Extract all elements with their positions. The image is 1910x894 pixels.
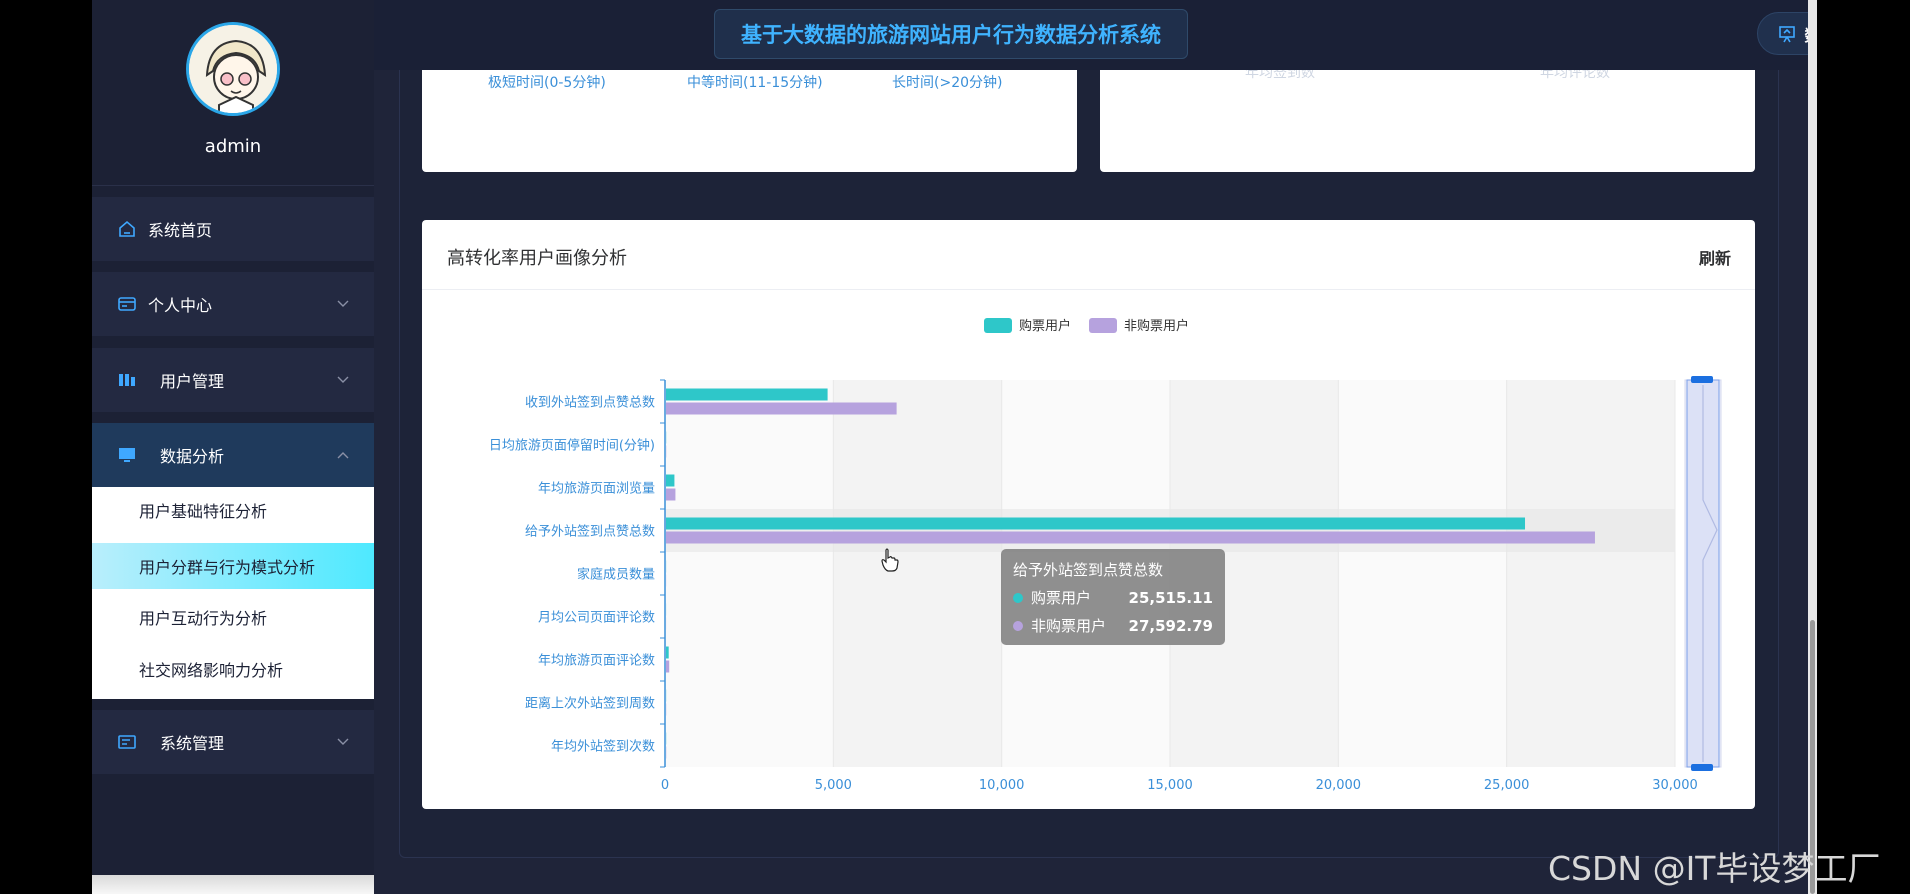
tooltip-series-value: 27,592.79 [1128,616,1213,635]
avatar[interactable] [186,22,280,116]
sidebar-item-label: 系统管理 [160,734,225,753]
sidebar-item-label: 用户管理 [160,372,225,391]
y-tick-label: 日均旅游页面停留时间(分钟) [489,438,655,454]
monitor-icon [116,444,138,466]
chevron-up-icon [336,448,350,462]
y-tick-label: 月均公司页面评论数 [538,611,655,626]
bar-non-buyers [666,531,1595,544]
submenu-item-label: 用户基础特征分析 [139,502,268,521]
hand-cursor-icon [881,548,899,572]
top-bar: 基于大数据的旅游网站用户行为数据分析系统 数据看板 admin ▼ [374,0,1817,70]
chevron-down-icon [336,373,350,387]
settings-icon [116,731,138,753]
chart-card-title: 高转化率用户画像分析 [447,248,627,269]
annual-activity-card: 年均签到数 年均评论数 [1100,50,1755,172]
x-tick-label: 15,000 [1147,778,1193,793]
chart-tooltip: 给予外站签到点赞总数 购票用户 25,515.11 非购票用户 27,592.7… [1001,549,1225,645]
y-tick-label: 家庭成员数量 [577,567,655,583]
submenu-item-basic-features[interactable]: 用户基础特征分析 [92,487,374,533]
tooltip-row: 购票用户 25,515.11 [1013,587,1213,608]
datazoom-shadow [1702,385,1718,762]
y-tick-label: 年均外站签到次数 [551,739,655,755]
sidebar-item-label: 系统首页 [148,221,213,240]
datazoom-handle-top [1691,376,1713,383]
x-tick-label: 30,000 [1652,778,1698,793]
tooltip-series-name: 非购票用户 [1031,617,1107,635]
sidebar-divider [92,185,374,186]
bar-non-buyers [666,660,670,673]
chart-card-header: 高转化率用户画像分析 刷新 [422,220,1755,290]
x-tick-label: 25,000 [1484,778,1530,793]
tooltip-series-value: 25,515.11 [1128,588,1213,607]
submenu-item-segmentation[interactable]: 用户分群与行为模式分析 [92,543,374,589]
split-area [1506,380,1675,767]
presentation-icon [1778,25,1796,43]
split-area [833,380,1002,767]
bar-ticket-buyers [666,388,828,401]
sidebar-item-label: 数据分析 [160,447,225,466]
legend-label: 非购票用户 [1124,318,1189,334]
sidebar-item-user-management[interactable]: 用户管理 [92,348,374,412]
series-dot [1013,620,1023,631]
submenu-item-label: 用户分群与行为模式分析 [139,558,316,577]
watermark: CSDN @IT毕设梦工厂 [1548,849,1881,888]
submenu-item-social-influence[interactable]: 社交网络影响力分析 [92,646,374,692]
sidebar: admin 系统首页 个人中心 用户管理 [92,0,374,894]
split-area [1338,380,1507,767]
dashboard-button[interactable]: 数据看板 [1757,12,1817,55]
category-label: 中等时间(11-15分钟) [687,75,823,91]
datazoom-handle-bottom [1691,764,1713,771]
sidebar-item-system-management[interactable]: 系统管理 [92,710,374,774]
data-analysis-submenu: 用户基础特征分析 用户分群与行为模式分析 用户互动行为分析 社交网络影响力分析 [92,487,374,699]
submenu-item-label: 社交网络影响力分析 [139,661,284,680]
x-tick-label: 0 [661,778,669,793]
y-tick-label: 距离上次外站签到周数 [525,696,655,712]
y-tick-label: 年均旅游页面评论数 [538,654,655,669]
bar-non-buyers [666,488,676,501]
id-card-icon [116,293,138,315]
y-tick-label: 给予外站签到点赞总数 [525,524,655,540]
avatar-illustration [189,25,277,113]
category-label: 极短时间(0-5分钟) [488,75,606,91]
chevron-down-icon [336,297,350,311]
datazoom-window [1686,379,1720,768]
bar-ticket-buyers [666,646,669,659]
sidebar-bottom-scrollbar[interactable] [92,875,374,894]
page-scrollbar-thumb[interactable] [1810,620,1815,894]
app-frame: admin 系统首页 个人中心 用户管理 [92,0,1817,894]
legend-label: 购票用户 [1019,318,1071,334]
system-title: 基于大数据的旅游网站用户行为数据分析系统 [714,9,1188,59]
home-icon [116,218,138,240]
sidebar-item-data-analysis[interactable]: 数据分析 [92,423,374,487]
category-label: 长时间(>20分钟) [892,75,1003,91]
users-icon [116,369,138,391]
bar-ticket-buyers [666,517,1526,530]
submenu-item-label: 用户互动行为分析 [139,609,268,628]
chevron-down-icon [336,735,350,749]
bar-non-buyers [666,402,897,415]
session-duration-card: 极短时间(0-5分钟) 中等时间(11-15分钟) 长时间(>20分钟) [422,50,1077,172]
series-dot [1013,592,1023,603]
tooltip-series-name: 购票用户 [1031,589,1092,607]
refresh-button[interactable]: 刷新 [1698,249,1731,268]
page-scrollbar-track[interactable] [1808,0,1817,894]
submenu-item-interaction[interactable]: 用户互动行为分析 [92,594,374,640]
sidebar-user-name: admin [204,136,262,157]
split-area [665,380,834,767]
tooltip-row: 非购票用户 27,592.79 [1013,615,1213,636]
bar-ticket-buyers [666,474,675,487]
tooltip-title: 给予外站签到点赞总数 [1013,561,1164,579]
y-tick-label: 年均旅游页面浏览量 [538,481,655,497]
x-tick-label: 20,000 [1316,778,1362,793]
legend-swatch [984,318,1012,333]
sidebar-item-home[interactable]: 系统首页 [92,197,374,261]
x-tick-label: 5,000 [815,778,852,793]
chart-card: 高转化率用户画像分析 刷新 收到外站签到点赞总数日均旅游页面停留时间(分钟) 年均… [422,220,1755,809]
sidebar-item-label: 个人中心 [148,296,213,315]
legend-swatch [1089,318,1117,333]
x-tick-label: 10,000 [979,778,1025,793]
y-tick-label: 收到外站签到点赞总数 [525,395,655,411]
sidebar-item-personal-center[interactable]: 个人中心 [92,272,374,336]
